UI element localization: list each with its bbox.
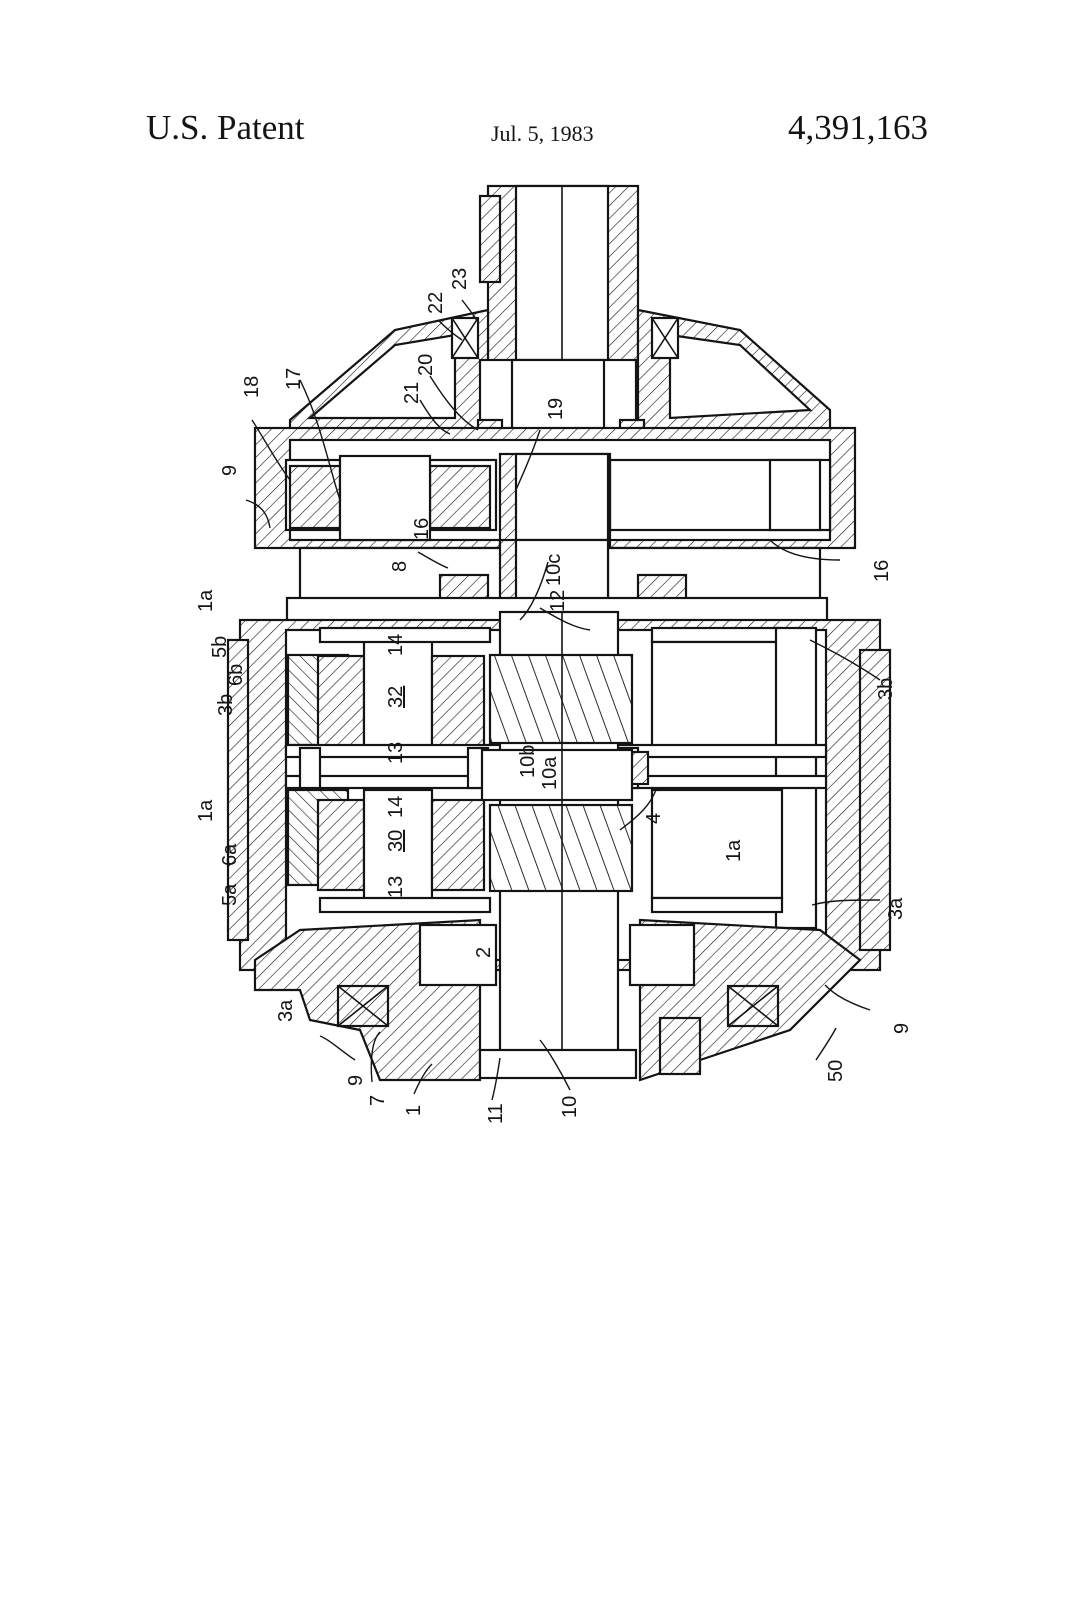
label-4: 4 bbox=[643, 813, 665, 824]
label-30: 30 bbox=[385, 830, 407, 852]
label-1a-middle: 1a bbox=[195, 799, 217, 822]
label-3a-right: 3a bbox=[885, 897, 907, 920]
label-10: 10 bbox=[559, 1096, 581, 1118]
label-22: 22 bbox=[425, 292, 447, 314]
label-21: 21 bbox=[401, 382, 423, 404]
label-17: 17 bbox=[283, 368, 305, 390]
label-2: 2 bbox=[473, 947, 495, 958]
label-5a: 5a bbox=[219, 883, 241, 906]
label-1a-upper: 1a bbox=[195, 589, 217, 612]
label-13-lower: 13 bbox=[385, 876, 407, 898]
label-16-left: 16 bbox=[411, 518, 433, 540]
label-9-bottom-right: 9 bbox=[891, 1023, 913, 1034]
label-16-right: 16 bbox=[871, 560, 893, 582]
label-3a-left: 3a bbox=[275, 999, 297, 1022]
label-3b-right: 3b bbox=[875, 678, 897, 700]
label-1: 1 bbox=[403, 1105, 425, 1116]
top-cover bbox=[288, 308, 832, 432]
label-6b: 6b bbox=[225, 664, 247, 686]
input-shaft bbox=[480, 610, 634, 1054]
label-19: 19 bbox=[545, 398, 567, 420]
patent-header-label: U.S. Patent bbox=[146, 108, 305, 147]
label-10b: 10b bbox=[517, 745, 539, 778]
label-3b-left: 3b bbox=[215, 694, 237, 716]
reference-numerals: 9 18 17 21 20 22 23 19 16 16 10c 8 12 1a… bbox=[195, 268, 913, 1124]
label-50: 50 bbox=[825, 1060, 847, 1082]
upper-housing bbox=[253, 426, 857, 552]
patent-date: Jul. 5, 1983 bbox=[491, 121, 594, 146]
label-11: 11 bbox=[485, 1103, 507, 1124]
lower-housing bbox=[253, 918, 862, 1082]
label-9-bottom-left: 9 bbox=[345, 1075, 367, 1086]
planet-stage-30 bbox=[286, 788, 784, 914]
label-9-top: 9 bbox=[219, 465, 241, 476]
label-13-upper: 13 bbox=[385, 742, 407, 764]
leader-lines bbox=[245, 299, 881, 1101]
label-5b: 5b bbox=[209, 636, 231, 658]
label-10c: 10c bbox=[543, 554, 565, 586]
label-6a: 6a bbox=[219, 843, 241, 866]
label-10a: 10a bbox=[539, 756, 561, 790]
label-23: 23 bbox=[449, 268, 471, 290]
label-12: 12 bbox=[547, 590, 569, 612]
label-8: 8 bbox=[389, 561, 411, 572]
label-14-lower: 14 bbox=[385, 796, 407, 818]
label-20: 20 bbox=[415, 354, 437, 376]
label-14-upper: 14 bbox=[385, 634, 407, 656]
label-1a-right: 1a bbox=[723, 839, 745, 862]
label-18: 18 bbox=[241, 376, 263, 398]
label-32: 32 bbox=[385, 686, 407, 708]
patent-number: 4,391,163 bbox=[788, 108, 928, 147]
label-7: 7 bbox=[367, 1095, 389, 1106]
